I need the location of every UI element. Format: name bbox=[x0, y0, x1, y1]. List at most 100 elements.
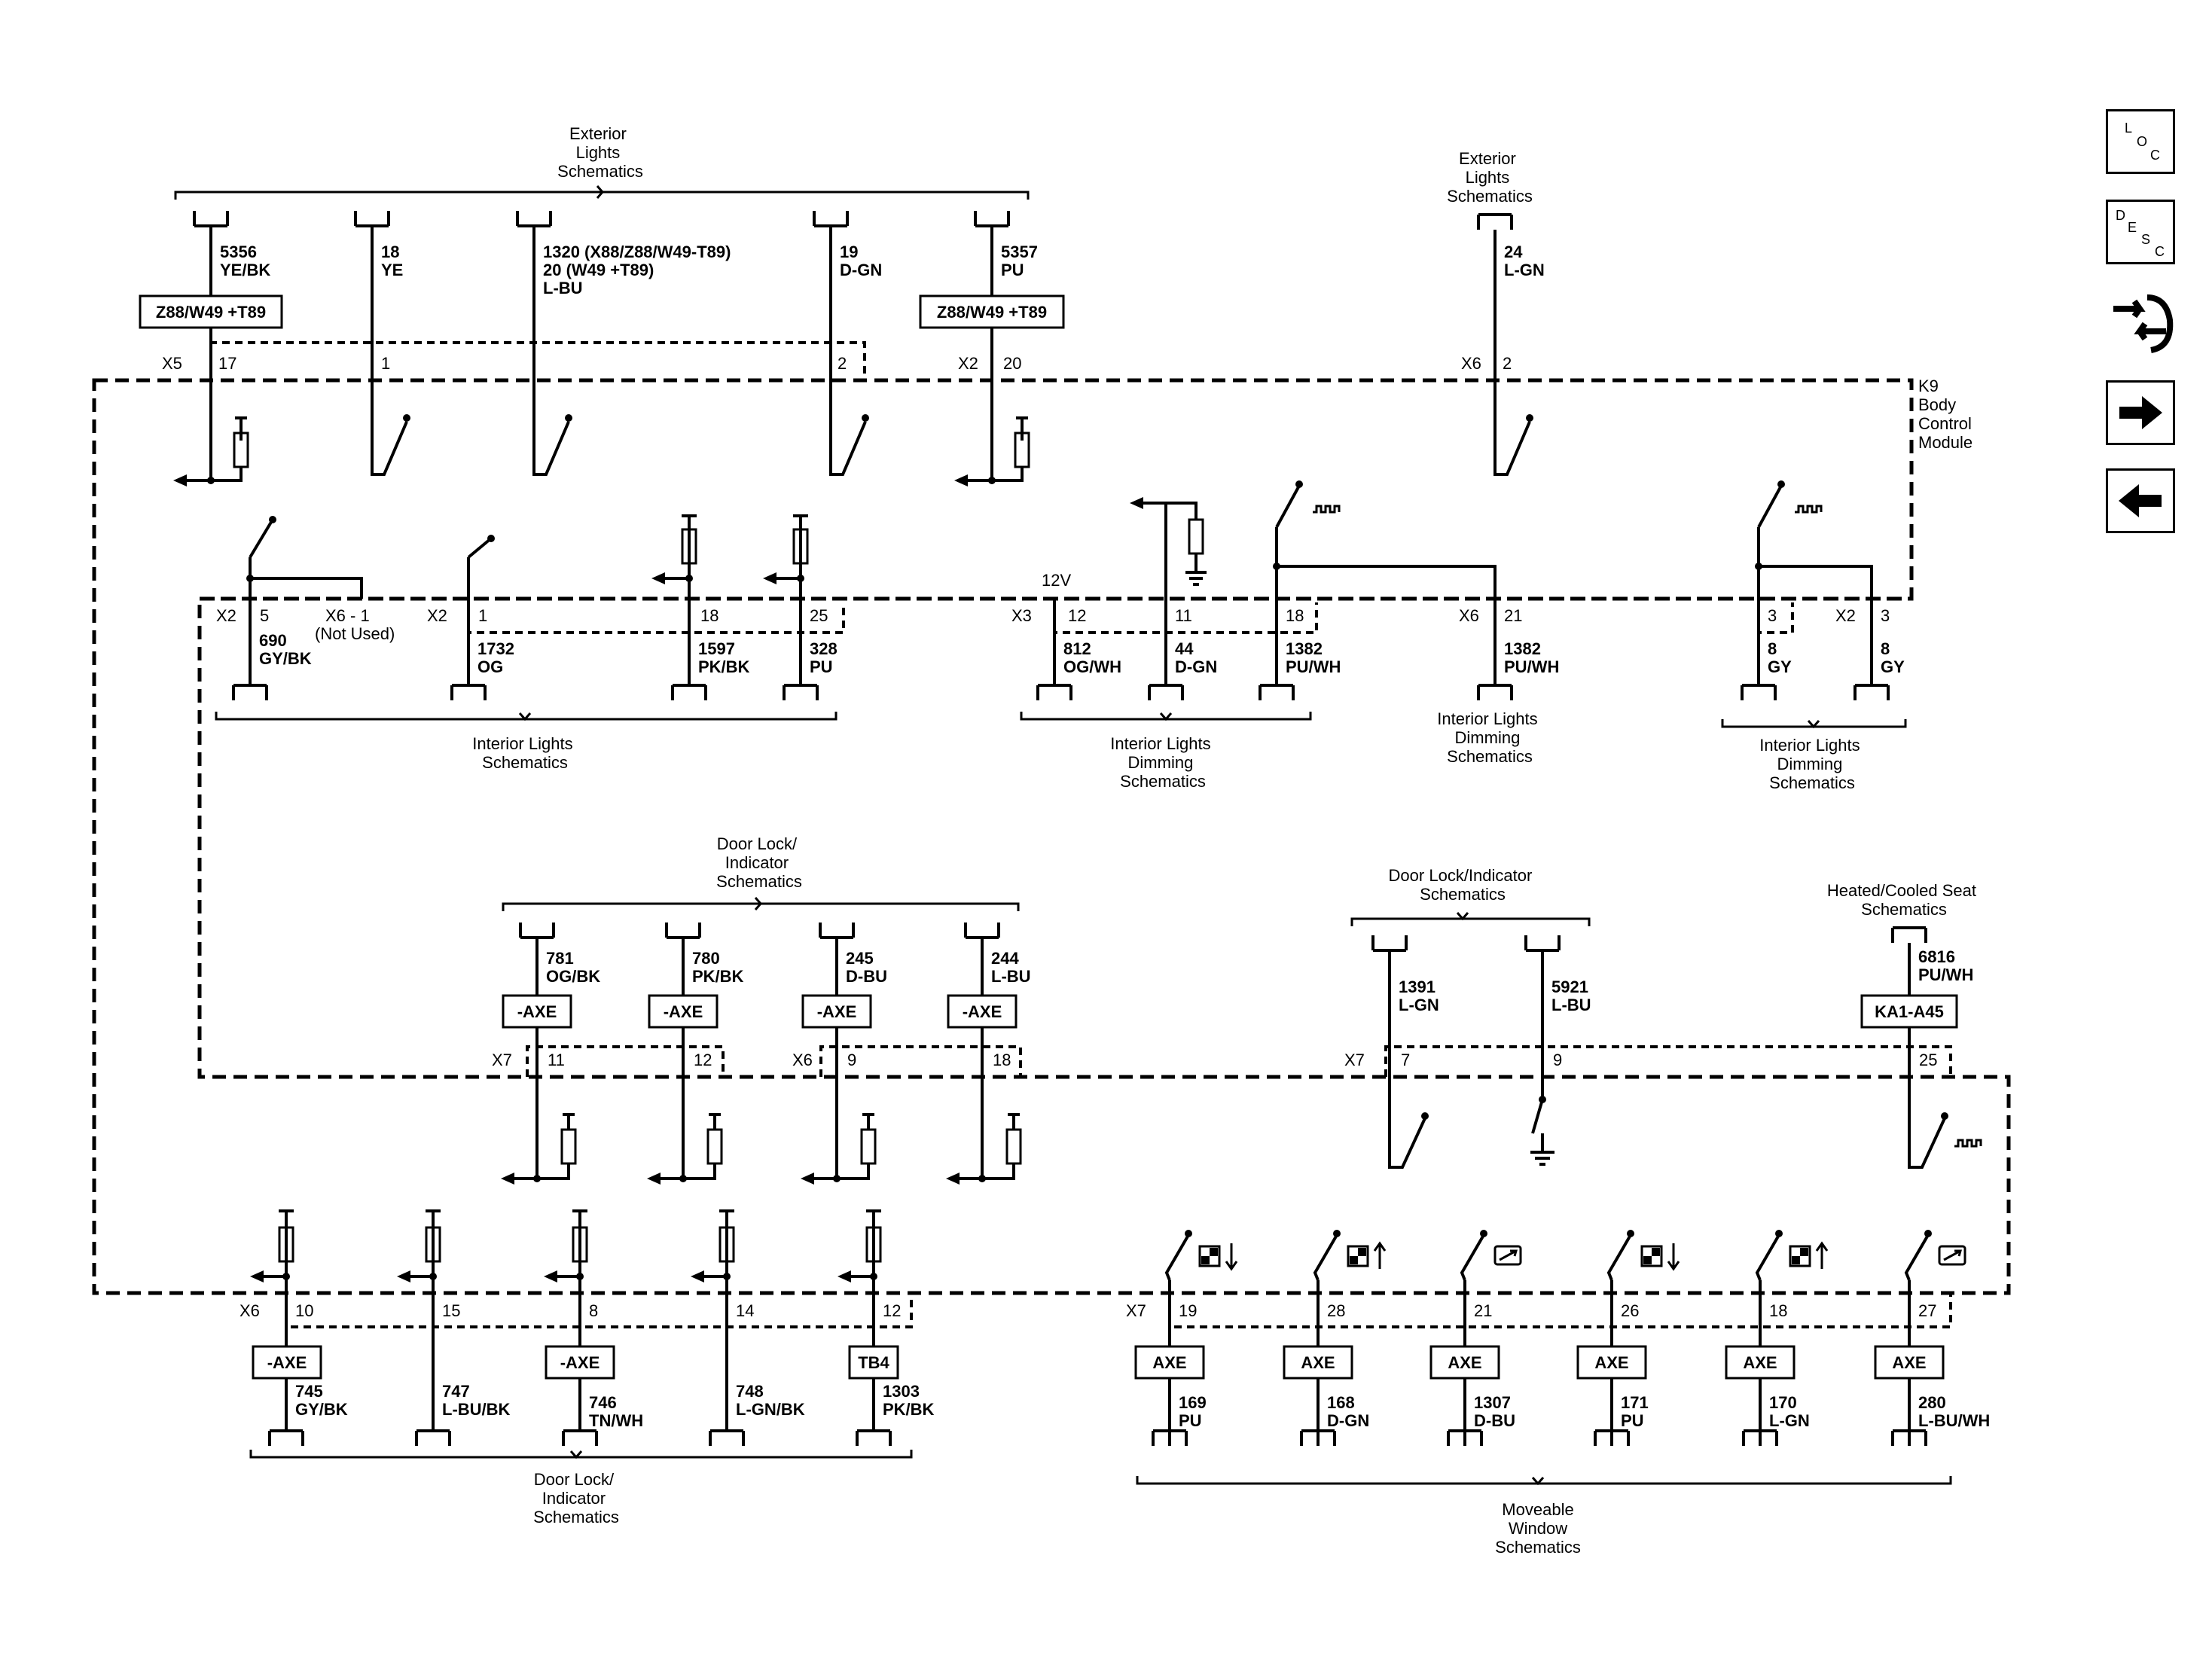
connector-view-icon[interactable] bbox=[2106, 290, 2175, 358]
svg-text:18: 18 bbox=[381, 242, 399, 261]
connector-x7-outline bbox=[526, 1045, 725, 1077]
pin-label: 21 bbox=[1474, 1301, 1492, 1320]
wire-color-label: L-GN bbox=[1769, 1411, 1810, 1430]
wire-748: 14 748 L-GN/BK bbox=[691, 1209, 805, 1447]
window-circuit-169 bbox=[1134, 1230, 1238, 1446]
svg-text:25: 25 bbox=[1919, 1051, 1937, 1069]
connector-x6-c-outline bbox=[285, 1293, 913, 1328]
svg-text:YE: YE bbox=[381, 261, 403, 279]
svg-text:1597: 1597 bbox=[698, 639, 735, 658]
wire-244: 244 L-BU -AXE 18 bbox=[946, 921, 1031, 1185]
svg-text:14: 14 bbox=[736, 1301, 754, 1320]
svg-text:5357: 5357 bbox=[1001, 242, 1038, 261]
option-box bbox=[1134, 1345, 1205, 1380]
svg-text:KA1-A45: KA1-A45 bbox=[1875, 1002, 1944, 1021]
svg-text:748: 748 bbox=[736, 1382, 764, 1401]
circuit-label: 171 bbox=[1621, 1393, 1649, 1412]
pin-label: 18 bbox=[1769, 1301, 1787, 1320]
svg-text:L-BU: L-BU bbox=[1551, 996, 1591, 1014]
wire-745: X6 10 -AXE 745 GY/BK bbox=[240, 1209, 348, 1447]
svg-text:780: 780 bbox=[692, 949, 720, 968]
wire-1303: 12 TB4 1303 PK/BK bbox=[838, 1209, 935, 1447]
svg-text:747: 747 bbox=[442, 1382, 470, 1401]
wire-245: 245 D-BU -AXE X6 9 bbox=[792, 921, 887, 1185]
svg-text:245: 245 bbox=[846, 949, 874, 968]
svg-text:812: 812 bbox=[1063, 639, 1091, 658]
svg-text:X2: X2 bbox=[1835, 606, 1856, 625]
svg-text:-AXE: -AXE bbox=[517, 1002, 557, 1021]
wire-781: 781 OG/BK -AXE X7 11 bbox=[492, 921, 600, 1185]
option-box bbox=[1874, 1345, 1945, 1380]
svg-text:19: 19 bbox=[840, 242, 858, 261]
svg-text:12: 12 bbox=[694, 1051, 712, 1069]
svg-text:PK/BK: PK/BK bbox=[692, 967, 744, 986]
svg-text:YE/BK: YE/BK bbox=[220, 261, 270, 279]
wire-1382-a: 18 1382 PU/WH bbox=[1259, 480, 1497, 702]
connector-x6-outline bbox=[819, 1045, 1022, 1077]
option-box bbox=[1576, 1345, 1647, 1380]
option-box bbox=[1725, 1345, 1796, 1380]
svg-text:GY/BK: GY/BK bbox=[295, 1400, 348, 1419]
svg-text:11: 11 bbox=[1175, 606, 1192, 625]
wire-44: 11 44 D-GN bbox=[1130, 497, 1217, 702]
svg-text:1320 (X88/Z88/W49-T89): 1320 (X88/Z88/W49-T89) bbox=[543, 242, 731, 261]
option-box-label: AXE bbox=[1448, 1353, 1481, 1372]
module-label: K9 Body Control Module bbox=[1918, 377, 1976, 452]
svg-text:X6: X6 bbox=[792, 1051, 813, 1069]
svg-text:D-GN: D-GN bbox=[840, 261, 882, 279]
svg-text:(Not Used): (Not Used) bbox=[315, 624, 395, 643]
header-exterior-lights-1: Exterior Lights Schematics bbox=[557, 124, 643, 181]
svg-text:1382: 1382 bbox=[1504, 639, 1541, 658]
prev-button[interactable] bbox=[2106, 468, 2175, 533]
svg-text:6816: 6816 bbox=[1918, 947, 1955, 966]
svg-text:1391: 1391 bbox=[1399, 977, 1436, 996]
next-button[interactable] bbox=[2106, 380, 2175, 445]
svg-text:5921: 5921 bbox=[1551, 977, 1588, 996]
svg-text:OG/BK: OG/BK bbox=[546, 967, 600, 986]
svg-text:PK/BK: PK/BK bbox=[698, 657, 750, 676]
svg-text:15: 15 bbox=[442, 1301, 460, 1320]
wire-color-label: L-BU/WH bbox=[1918, 1411, 1990, 1430]
svg-text:12: 12 bbox=[883, 1301, 901, 1320]
svg-text:11: 11 bbox=[548, 1051, 565, 1069]
svg-text:X3: X3 bbox=[1011, 606, 1032, 625]
connector-x7-c-outline bbox=[1168, 1293, 1952, 1328]
svg-text:1: 1 bbox=[381, 354, 390, 373]
pin-label: 27 bbox=[1918, 1301, 1936, 1320]
svg-text:D-GN: D-GN bbox=[1175, 657, 1217, 676]
connector-x2-b-outline bbox=[1757, 602, 1794, 634]
loc-button[interactable]: L O C bbox=[2106, 109, 2175, 174]
svg-text:TB4: TB4 bbox=[858, 1353, 889, 1372]
option-box bbox=[919, 294, 1065, 329]
arrow-right-icon bbox=[2119, 396, 2162, 429]
svg-text:1303: 1303 bbox=[883, 1382, 920, 1401]
option-box-label: AXE bbox=[1743, 1353, 1777, 1372]
svg-text:X6: X6 bbox=[1459, 606, 1479, 625]
svg-text:-AXE: -AXE bbox=[963, 1002, 1002, 1021]
svg-text:7: 7 bbox=[1401, 1051, 1410, 1069]
option-box-label: AXE bbox=[1892, 1353, 1926, 1372]
svg-text:1382: 1382 bbox=[1286, 639, 1323, 658]
header-interior-lights: Interior Lights Schematics bbox=[472, 734, 577, 772]
wire-1391: 1391 L-GN X7 7 bbox=[1344, 934, 1439, 1169]
svg-text:TN/WH: TN/WH bbox=[589, 1411, 643, 1430]
svg-text:L-GN: L-GN bbox=[1399, 996, 1439, 1014]
bracket-door-lock-2 bbox=[1350, 917, 1591, 926]
option-box-label: AXE bbox=[1594, 1353, 1628, 1372]
svg-text:328: 328 bbox=[810, 639, 838, 658]
header-dimming-3: Interior Lights Dimming Schematics bbox=[1759, 736, 1864, 792]
svg-text:746: 746 bbox=[589, 1393, 617, 1412]
svg-text:20 (W49 +T89): 20 (W49 +T89) bbox=[543, 261, 654, 279]
desc-button[interactable]: D E S C bbox=[2106, 200, 2175, 264]
svg-text:L-GN: L-GN bbox=[1504, 261, 1545, 279]
connector-x5-outline bbox=[209, 341, 866, 380]
wire-color-label: D-BU bbox=[1474, 1411, 1515, 1430]
option-box bbox=[1429, 1345, 1500, 1380]
svg-text:18: 18 bbox=[993, 1051, 1011, 1069]
circuit-label: 168 bbox=[1327, 1393, 1355, 1412]
svg-text:GY/BK: GY/BK bbox=[259, 649, 312, 668]
svg-text:Z88/W49 +T89: Z88/W49 +T89 bbox=[937, 303, 1047, 322]
wire-color-label: D-GN bbox=[1327, 1411, 1369, 1430]
svg-text:2: 2 bbox=[838, 354, 847, 373]
